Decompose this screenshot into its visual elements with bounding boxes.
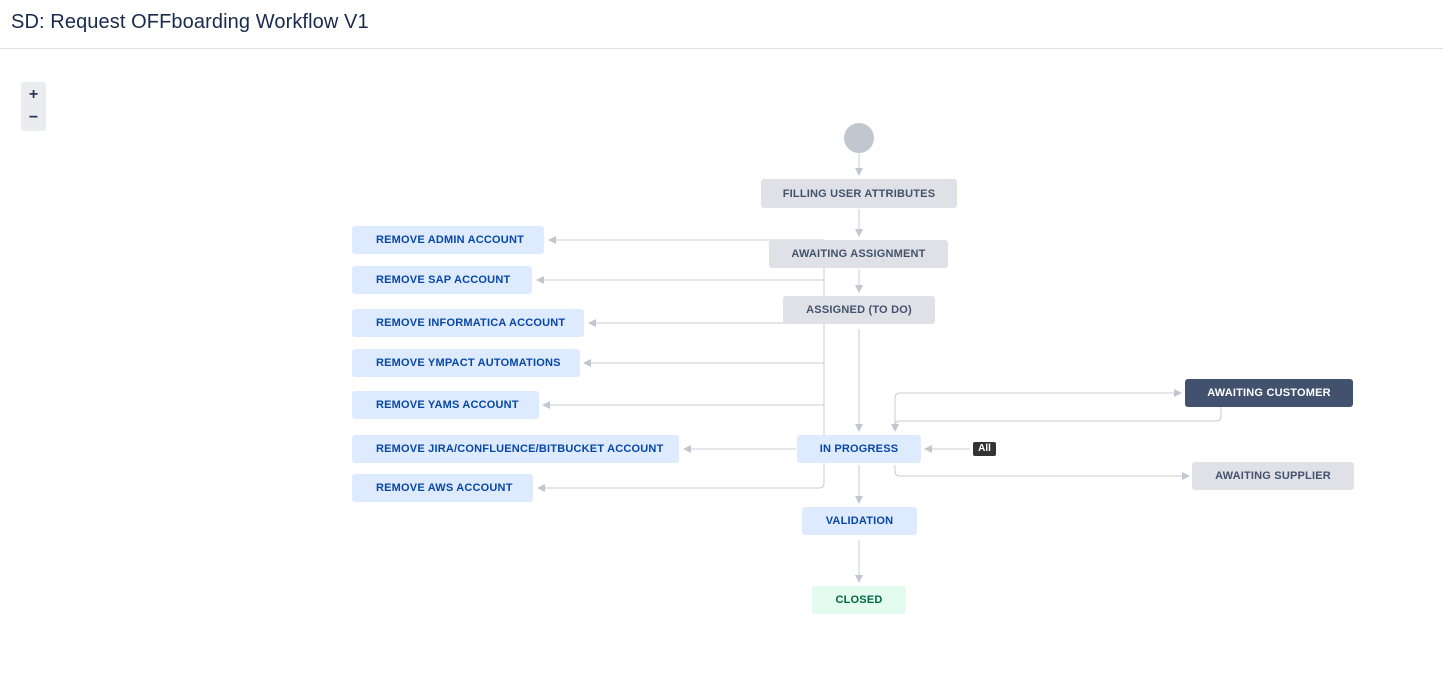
edge-to-awaiting-supplier <box>894 465 1190 480</box>
status-awaiting-assignment[interactable]: AWAITING ASSIGNMENT <box>769 240 948 268</box>
status-remove-jira-confluence-bitbucket-account[interactable]: REMOVE JIRA/CONFLUENCE/BITBUCKET ACCOUNT <box>352 435 679 463</box>
status-awaiting-customer[interactable]: AWAITING CUSTOMER <box>1185 379 1353 407</box>
status-validation[interactable]: VALIDATION <box>802 507 917 535</box>
edge-to-awaiting-customer <box>894 389 1182 430</box>
status-remove-ympact-automations[interactable]: REMOVE YMPACT AUTOMATIONS <box>352 349 580 377</box>
status-closed[interactable]: CLOSED <box>812 586 906 614</box>
status-remove-admin-account[interactable]: REMOVE ADMIN ACCOUNT <box>352 226 544 254</box>
edge-awaiting-customer-back <box>891 407 1222 432</box>
page-header: SD: Request OFFboarding Workflow V1 <box>0 0 1443 49</box>
workflow-start-node <box>844 123 874 153</box>
status-in-progress[interactable]: IN PROGRESS <box>797 435 921 463</box>
status-filling-user-attributes[interactable]: FILLING USER ATTRIBUTES <box>761 179 957 208</box>
status-remove-yams-account[interactable]: REMOVE YAMS ACCOUNT <box>352 391 539 419</box>
zoom-in-button[interactable]: + <box>28 86 39 103</box>
zoom-controls: + − <box>21 82 46 131</box>
page-title: SD: Request OFFboarding Workflow V1 <box>11 11 369 33</box>
edge-to-remove-aws <box>537 240 825 492</box>
global-transition-badge[interactable]: All <box>973 442 996 456</box>
status-remove-informatica-account[interactable]: REMOVE INFORMATICA ACCOUNT <box>352 309 584 337</box>
status-remove-sap-account[interactable]: REMOVE SAP ACCOUNT <box>352 266 532 294</box>
status-awaiting-supplier[interactable]: AWAITING SUPPLIER <box>1192 462 1354 490</box>
zoom-out-button[interactable]: − <box>28 109 39 126</box>
status-remove-aws-account[interactable]: REMOVE AWS ACCOUNT <box>352 474 533 502</box>
status-assigned-to-do[interactable]: ASSIGNED (TO DO) <box>783 296 935 324</box>
